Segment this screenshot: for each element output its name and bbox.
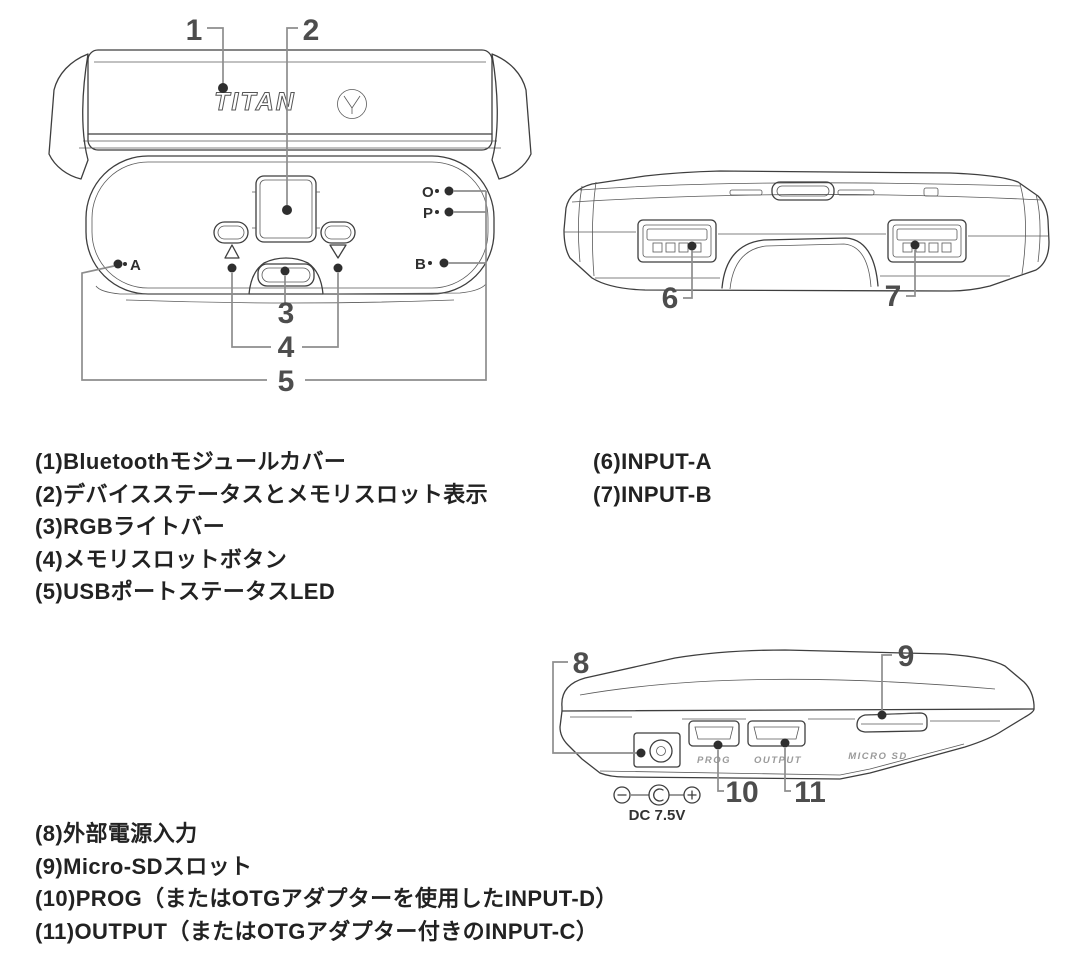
callout-7: 7 [885,280,902,313]
callout-5: 5 [278,365,295,398]
output-engraved-label: OUTPUT [754,755,802,766]
legend-item-number: (3) [35,514,64,539]
led-label-a: A [130,257,141,274]
dc-voltage-label: DC 7.5V [629,807,686,824]
legend-item: (3)RGBライトバー [35,511,488,544]
dc-polarity-symbol: DC 7.5V [613,784,701,824]
rgb-light-bar [95,257,487,295]
usb-status-leds: A O P B [123,184,439,274]
titan-logo-mark [337,89,367,119]
callout-6: 6 [662,282,679,315]
left-grip-hatch [48,53,89,180]
legend-item-number: (1) [35,449,64,474]
legend-item-number: (11) [35,918,75,944]
legend-item-number: (2) [35,481,64,507]
legend-item: (10)PROG（またはOTGアダプターを使用したINPUT-D） [35,883,618,916]
legend-input-ports: (6)INPUT-A (7)INPUT-B [593,446,712,511]
legend-item-label: PROG（またはOTGアダプターを使用したINPUT-D） [75,886,618,911]
titan-logo: TITAN [214,88,367,119]
led-label-p: P [423,205,433,222]
bottom-recess [721,237,879,290]
callout-4: 4 [278,331,295,364]
status-display [252,175,320,243]
usb-port-input-a [637,219,717,263]
led-label-b: B [415,256,426,273]
legend-item: (4)メモリスロットボタン [35,544,488,577]
legend-back-view: (8)外部電源入力 (9)Micro-SDスロット (10)PROG（またはOT… [35,818,618,948]
legend-item-label: RGBライトバー [63,514,226,539]
legend-item: (7)INPUT-B [593,479,712,512]
legend-item-label: USBポートステータスLED [63,579,336,604]
output-port [747,720,806,747]
device-outline [563,170,1050,292]
legend-item-number: (4) [35,546,64,572]
legend-item-number: (5) [35,579,64,604]
up-triangle-icon [224,244,240,259]
legend-item: (1)Bluetoothモジュールカバー [35,446,488,479]
legend-item-label: 外部電源入力 [63,821,198,846]
legend-item-label: メモリスロットボタン [63,546,288,572]
down-triangle-icon [329,244,347,259]
front-view-diagram: TITAN [48,14,532,398]
callout-1: 1 [186,14,203,47]
legend-item-label: Bluetoothモジュールカバー [63,449,347,474]
input-view-callouts: 6 7 [662,240,920,315]
back-top-band [561,649,1035,712]
legend-item-label: INPUT-B [621,481,712,507]
memory-slot-button-down [320,221,356,259]
legend-item-number: (8) [35,821,64,846]
input-side-view-diagram: 6 7 [563,170,1050,315]
top-latch-tab [729,181,939,201]
callout-9: 9 [898,640,915,673]
right-grip-hatch [491,53,532,180]
legend-item-number: (9) [35,853,64,879]
legend-item: (5)USBポートステータスLED [35,576,488,609]
titan-logo-text: TITAN [214,88,296,116]
callout-11: 11 [794,776,826,809]
back-face-outline [559,708,1035,780]
legend-item-label: INPUT-A [621,449,712,474]
legend-item: (9)Micro-SDスロット [35,851,618,884]
legend-item-number: (7) [593,481,622,507]
legend-item-number: (10) [35,886,76,911]
prog-engraved-label: PROG [697,755,731,766]
micro-sd-engraved-label: MICRO SD [848,751,908,762]
dc-power-jack [633,732,681,768]
front-face [85,155,495,304]
usb-port-input-b [887,219,967,263]
led-label-o: O [422,184,434,201]
back-view-callouts: 8 9 10 11 [552,640,915,809]
front-view-callouts: 1 2 3 4 5 [81,14,487,398]
legend-item: (2)デバイスステータスとメモリスロット表示 [35,479,488,512]
callout-3: 3 [278,297,295,330]
legend-item: (6)INPUT-A [593,446,712,479]
legend-item-label: Micro-SDスロット [63,853,253,879]
legend-item: (8)外部電源入力 [35,818,618,851]
legend-front-view: (1)Bluetoothモジュールカバー (2)デバイスステータスとメモリスロッ… [35,446,488,609]
callout-8: 8 [573,647,590,680]
legend-item-label: デバイスステータスとメモリスロット表示 [63,481,489,507]
memory-slot-button-up [213,221,249,259]
legend-item-label: OUTPUT（またはOTGアダプター付きのINPUT-C） [74,918,599,944]
callout-2: 2 [303,14,320,47]
bluetooth-module-cover [79,49,501,151]
prog-port [688,720,740,747]
micro-sd-slot [856,712,928,733]
legend-item: (11)OUTPUT（またはOTGアダプター付きのINPUT-C） [35,916,618,949]
callout-10: 10 [725,776,758,809]
back-view-diagram: PROG OUTPUT MICRO SD DC 7.5V 8 9 10 11 [552,640,1035,824]
legend-item-number: (6) [593,449,622,474]
